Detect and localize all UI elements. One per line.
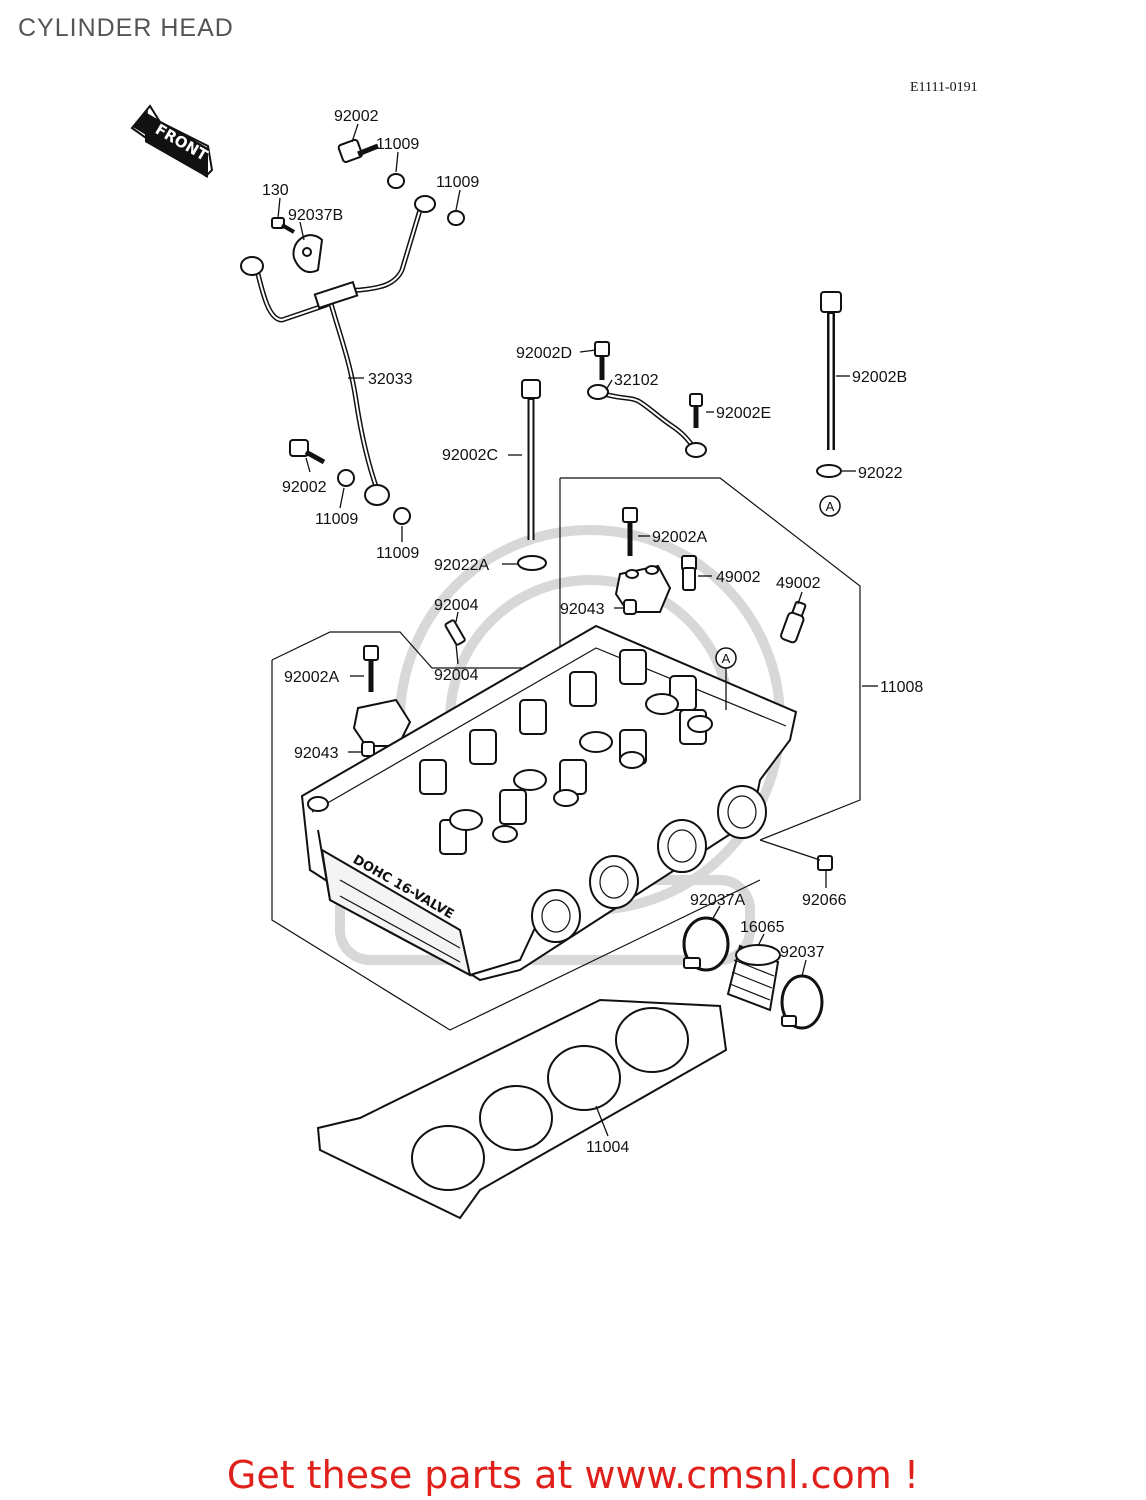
pipe-32102	[587, 384, 707, 458]
label-92022: 92022	[858, 465, 903, 482]
stud-92004	[444, 619, 466, 646]
label-92002D: 92002D	[516, 345, 572, 362]
bolt-92002D	[594, 341, 610, 380]
intake-ports	[531, 785, 767, 943]
label-92043-left: 92043	[294, 745, 339, 762]
label-49002-a: 49002	[716, 569, 761, 586]
bolt-92002-left	[289, 439, 326, 465]
label-11008: 11008	[880, 679, 923, 696]
callout-a-head: A	[715, 647, 737, 710]
washer-92022	[816, 464, 842, 478]
label-92002A-left: 92002A	[284, 669, 339, 686]
footer-promo-text: Get these parts at www.cmsnl.com !	[226, 1453, 920, 1497]
label-11009-c: 11009	[315, 511, 358, 528]
label-11009-a: 11009	[376, 136, 419, 153]
svg-text:A: A	[722, 651, 731, 666]
label-92037A: 92037A	[690, 892, 745, 909]
plug-92066	[817, 855, 833, 871]
callout-a-top: A	[819, 495, 841, 517]
oil-pipe-32033	[240, 195, 436, 506]
label-92002C: 92002C	[442, 447, 498, 464]
bolt-92002A-left	[363, 645, 379, 692]
washer-92022A	[517, 555, 547, 571]
svg-text:A: A	[826, 499, 835, 514]
label-16065: 16065	[740, 919, 785, 936]
washer-11009-a	[387, 173, 405, 189]
head-gasket-11004	[316, 998, 728, 1220]
label-130: 130	[262, 182, 289, 199]
label-92002E: 92002E	[716, 405, 771, 422]
sensor-49002-a	[681, 555, 697, 591]
label-92037B: 92037B	[288, 207, 343, 224]
leader-lines	[277, 123, 878, 1137]
label-92002B: 92002B	[852, 369, 907, 386]
label-32033: 32033	[368, 371, 413, 388]
bolt-92002E	[689, 393, 703, 428]
clamp-92037B	[292, 234, 324, 274]
bolt-92002A-right	[622, 507, 638, 556]
label-11009-d: 11009	[376, 545, 419, 562]
label-92004-a: 92004	[434, 597, 479, 614]
label-92043-right: 92043	[560, 601, 605, 618]
label-92066: 92066	[802, 892, 847, 909]
clamp-92037A	[682, 916, 730, 972]
label-92002-top: 92002	[334, 108, 379, 125]
holder-16065	[726, 944, 781, 1012]
page-title: CYLINDER HEAD	[18, 14, 234, 42]
bolt-92002C	[521, 379, 541, 540]
label-92002A-right: 92002A	[652, 529, 707, 546]
washer-11009-b	[447, 210, 465, 226]
dowel-92043-left	[361, 741, 375, 757]
bolt-92002-top	[337, 138, 379, 163]
cylinder-head-11008: DOHC 16-VALVE	[300, 624, 798, 982]
label-92004-b: 92004	[434, 667, 479, 684]
label-11004: 11004	[586, 1139, 629, 1156]
clamp-92037	[780, 974, 824, 1030]
front-arrow-icon: FRONT	[130, 104, 214, 178]
washer-11009-d	[393, 507, 411, 525]
label-32102: 32102	[614, 372, 659, 389]
bolt-92002B	[820, 291, 842, 450]
washer-11009-c	[337, 469, 355, 487]
diagram-code: E1111-0191	[910, 80, 978, 95]
label-49002-b: 49002	[776, 575, 821, 592]
sensor-49002-b	[780, 600, 807, 644]
part-labels: 92002 11009 11009 130 92037B 32033 92002…	[262, 108, 923, 1156]
dowel-92043-right	[623, 599, 637, 615]
label-92022A: 92022A	[434, 557, 489, 574]
label-11009-b: 11009	[436, 174, 479, 191]
label-92002-left: 92002	[282, 479, 327, 496]
label-92037: 92037	[780, 944, 825, 961]
